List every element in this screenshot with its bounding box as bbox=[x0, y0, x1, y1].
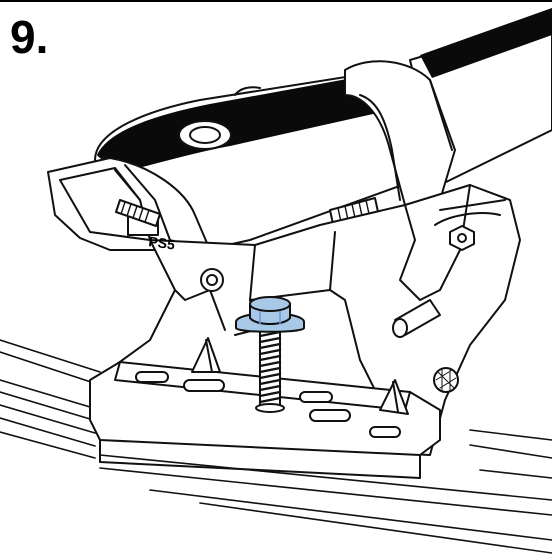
cone-left bbox=[191, 337, 221, 373]
step-number: 9. bbox=[10, 11, 49, 63]
cone-right bbox=[379, 379, 409, 415]
highlighted-bolt bbox=[235, 296, 305, 413]
top-rule bbox=[0, 0, 552, 2]
end-cap-bolt bbox=[115, 199, 161, 227]
crossbar-far-stripe bbox=[420, 8, 552, 78]
part-label-ps5: PS5 bbox=[148, 233, 177, 253]
roof-rail bbox=[0, 339, 552, 554]
